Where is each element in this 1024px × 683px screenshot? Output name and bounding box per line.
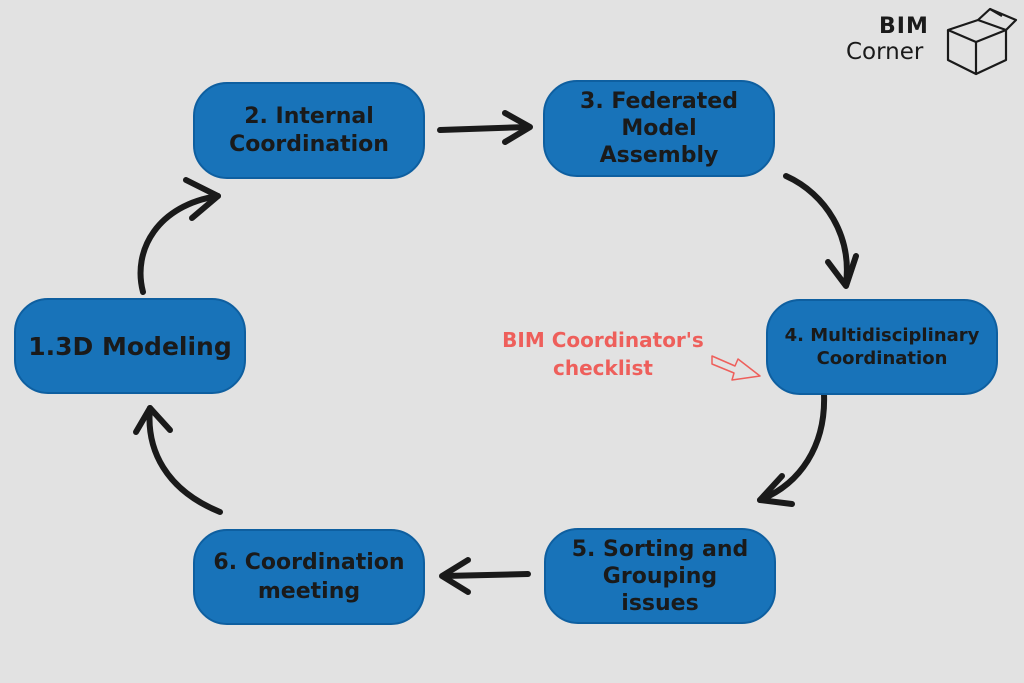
step-label: 3. Federated Model Assembly [580,89,738,168]
step-federated-model-assembly: 3. Federated Model Assembly [543,80,775,177]
step-sorting-grouping-issues: 5. Sorting and Grouping issues [544,528,776,624]
arrow-3-to-4 [783,173,850,287]
step-coordination-meeting: 6. Coordination meeting [193,529,425,625]
step-3d-modeling: 1.3D Modeling [14,298,246,394]
annotation-bim-coordinator-checklist: BIM Coordinator's checklist [502,328,704,380]
arrow-2-to-3 [437,124,531,133]
logo-corner-text: Corner [846,39,924,65]
step-label: 1.3D Modeling [28,331,232,361]
step-internal-coordination: 2. Internal Coordination [193,82,425,179]
step-label: 2. Internal Coordination [229,103,389,157]
box-icon [946,7,1018,76]
step-label: 4. Multidisciplinary Coordination [784,325,980,369]
arrow-6-to-1 [146,405,223,515]
step-multidisciplinary-coordination: 4. Multidisciplinary Coordination [766,299,998,395]
arrow-1-to-2 [137,193,221,295]
step-label: 5. Sorting and Grouping issues [571,536,749,616]
step-label: 6. Coordination meeting [213,550,405,604]
arrow-4-to-5 [757,391,828,503]
logo: BIM Corner [846,6,1018,76]
arrow-5-to-6 [441,571,531,579]
annotation-pointer-icon [711,355,761,381]
logo-bim-text: BIM [879,14,929,39]
